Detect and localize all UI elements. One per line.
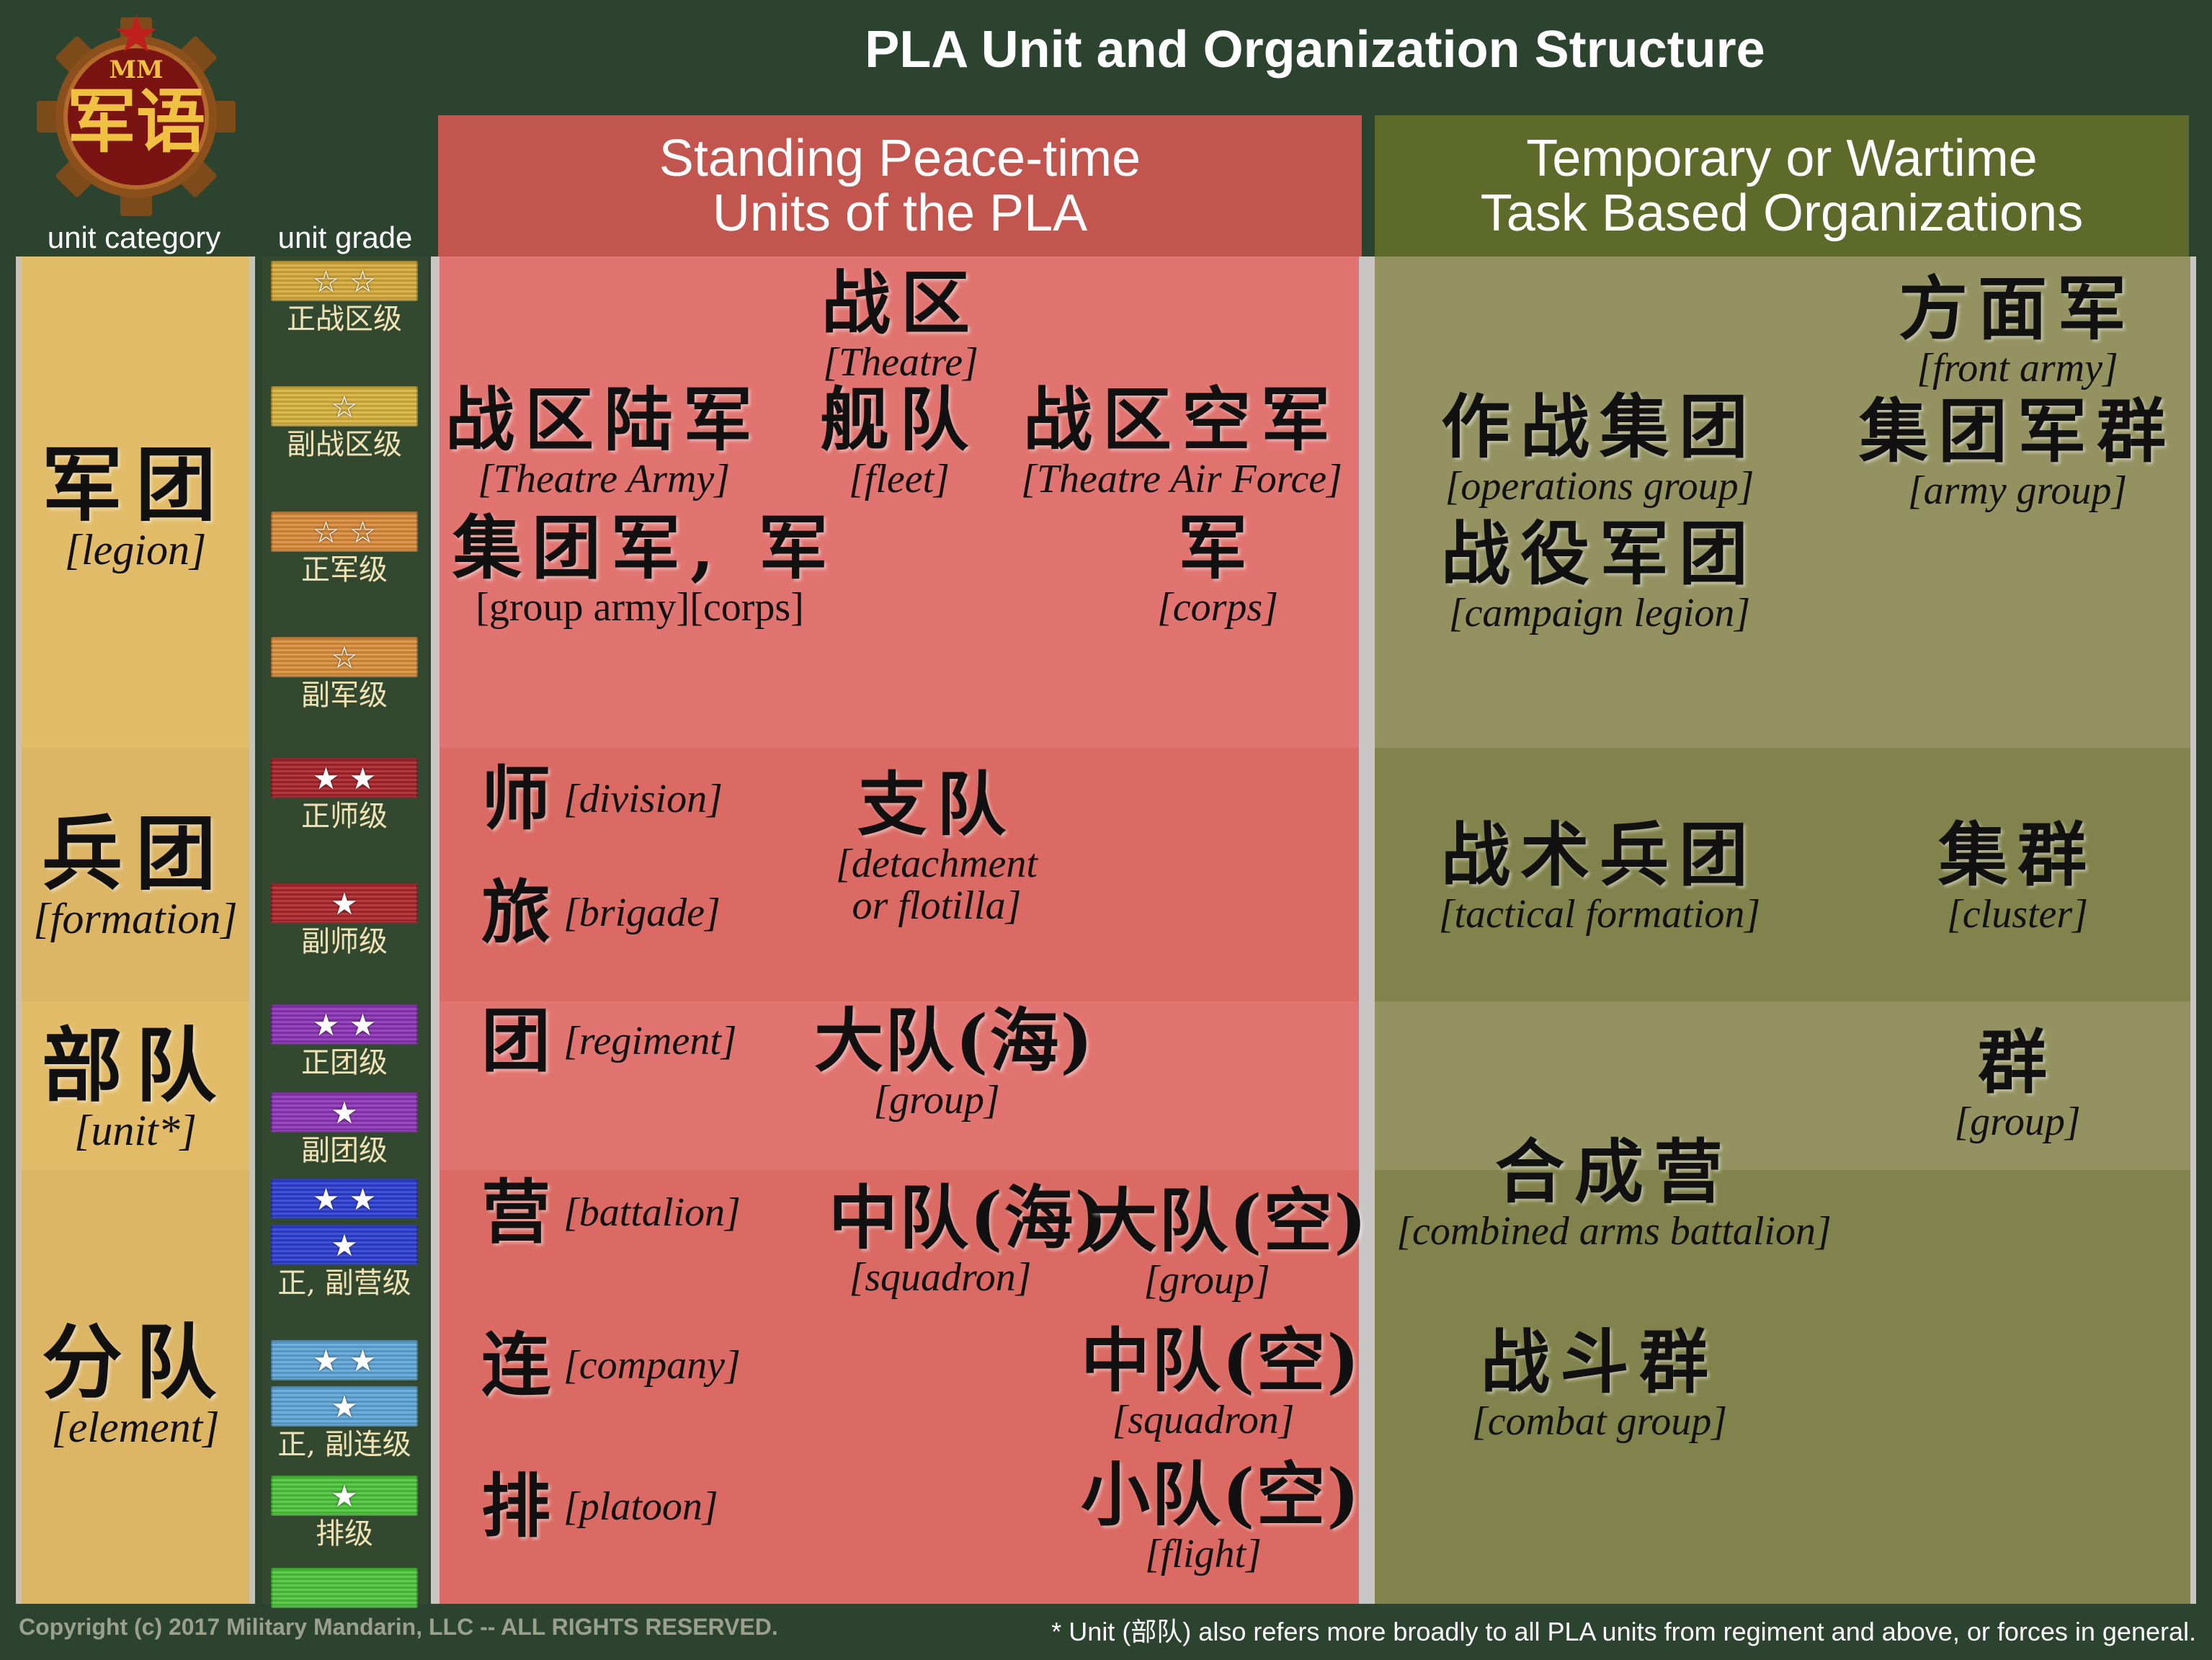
grade-insignia: ☆ ☆ xyxy=(271,261,418,301)
unit-naval-group: 大队(海) [group] xyxy=(814,1000,1094,1123)
logo-junyu-text: 军语 xyxy=(67,81,205,162)
unit-air-squadron: 中队(空) [squadron] xyxy=(1081,1320,1361,1442)
unit-naval-squadron: 中队(海) [squadron] xyxy=(829,1177,1109,1300)
grade-insignia: ☆ xyxy=(271,637,418,677)
grade-label: 正团级 xyxy=(301,1046,388,1079)
page-title: PLA Unit and Organization Structure xyxy=(865,21,1765,79)
logo-mm-text: MM xyxy=(109,55,163,84)
grade-label: 正, 副连级 xyxy=(277,1428,411,1461)
unit-category-column xyxy=(16,256,255,1604)
org-combat-group: 战斗群 [combat group] xyxy=(1471,1321,1728,1444)
temporary-header-line2: Task Based Organizations xyxy=(1480,184,2084,242)
grade-label: 正, 副营级 xyxy=(277,1267,411,1300)
grade-insignia: ☆ xyxy=(271,386,418,427)
org-combined-arms-battalion: 合成营 [combined arms battalion] xyxy=(1396,1131,1832,1254)
grade-insignia: ★ xyxy=(271,1476,418,1516)
org-army-group: 集团军群 [army group] xyxy=(1859,391,2176,513)
category-formation-zh: 兵团 xyxy=(42,807,229,901)
copyright-notice: Copyright (c) 2017 Military Mandarin, LL… xyxy=(19,1614,778,1640)
grade-regiment-deputy: ★ 副团级 xyxy=(271,1092,418,1169)
grade-label: 副军级 xyxy=(301,679,388,712)
category-formation: 兵团 [formation] xyxy=(22,807,249,942)
category-legion-en: [legion] xyxy=(64,526,207,574)
grade-label: 副师级 xyxy=(301,925,388,958)
grade-label: 正战区级 xyxy=(287,303,402,336)
unit-division: 师[division] xyxy=(481,758,723,839)
org-group: 群 [group] xyxy=(1954,1022,2081,1144)
org-front-army: 方面军 [front army] xyxy=(1899,268,2136,391)
grade-division-leader: ★ ★ 正师级 xyxy=(271,758,418,834)
grade-label: 副战区级 xyxy=(287,428,402,461)
category-unit-zh: 部队 xyxy=(42,1019,229,1113)
grade-label: 排级 xyxy=(316,1517,373,1550)
grade-theatre-leader: ☆ ☆ 正战区级 xyxy=(271,261,418,337)
unit-air-group: 大队(空) [group] xyxy=(1088,1180,1368,1303)
category-element-en: [element] xyxy=(51,1404,220,1451)
grade-label: 正军级 xyxy=(301,553,388,586)
grade-theatre-deputy: ☆ 副战区级 xyxy=(271,386,418,463)
unit-grade-caption: unit grade xyxy=(277,220,413,254)
category-element: 分队 [element] xyxy=(22,1316,249,1451)
grade-insignia: ★ ★ xyxy=(271,1004,418,1045)
grade-insignia-blank xyxy=(271,1568,418,1608)
org-cluster: 集群 [cluster] xyxy=(1938,814,2097,937)
grade-label: 副团级 xyxy=(301,1134,388,1167)
grade-insignia: ★ ★ xyxy=(271,1179,418,1219)
grade-company: ★ ★ ★ 正, 副连级 xyxy=(271,1340,418,1463)
temporary-header-line1: Temporary or Wartime xyxy=(1526,130,2038,187)
grade-army-leader: ☆ ☆ 正军级 xyxy=(271,512,418,588)
unit-detachment: 支队 [detachment or flotilla] xyxy=(836,764,1038,928)
grade-insignia: ★ ★ xyxy=(271,758,418,798)
standing-units-column xyxy=(431,256,1368,1604)
category-legion: 军团 [legion] xyxy=(22,438,249,574)
grade-insignia: ★ xyxy=(271,1092,418,1133)
standing-units-header: Standing Peace-time Units of the PLA xyxy=(438,115,1362,256)
unit-company: 连[company] xyxy=(481,1324,741,1406)
grade-division-deputy: ★ 副师级 xyxy=(271,883,418,960)
org-tactical-formation: 战术兵团 [tactical formation] xyxy=(1438,814,1761,937)
unit-theatre: 战区 [Theatre] xyxy=(821,262,980,385)
grade-army-deputy: ☆ 副军级 xyxy=(271,637,418,713)
unit-theatre-air-force: 战区空军 [Theatre Air Force] xyxy=(1021,379,1342,501)
unit-platoon: 排[platoon] xyxy=(481,1465,718,1547)
grade-insignia: ★ xyxy=(271,883,418,924)
category-element-zh: 分队 xyxy=(42,1316,229,1410)
unit-battalion: 营[battalion] xyxy=(481,1172,741,1253)
unit-footnote: * Unit (部队) also refers more broadly to … xyxy=(1051,1617,2196,1646)
grade-battalion: ★ ★ ★ 正, 副营级 xyxy=(271,1179,418,1301)
temporary-units-header: Temporary or Wartime Task Based Organiza… xyxy=(1375,115,2189,256)
standing-header-line1: Standing Peace-time xyxy=(659,130,1141,187)
unit-theatre-army: 战区陆军 [Theatre Army] xyxy=(445,379,762,501)
grade-insignia: ★ xyxy=(271,1225,418,1265)
category-unit: 部队 [unit*] xyxy=(22,1019,249,1154)
org-operations-group: 作战集团 [operations group] xyxy=(1441,386,1758,509)
grade-regiment-leader: ★ ★ 正团级 xyxy=(271,1004,418,1081)
grade-platoon: ★ 排级 xyxy=(271,1476,418,1608)
unit-fleet: 舰队 [fleet] xyxy=(820,379,978,501)
grade-insignia: ★ xyxy=(271,1386,418,1427)
unit-regiment: 团[regiment] xyxy=(481,1000,737,1081)
standing-header-line2: Units of the PLA xyxy=(712,184,1088,242)
grade-insignia: ☆ ☆ xyxy=(271,512,418,552)
unit-category-caption: unit category xyxy=(47,220,221,254)
military-mandarin-logo: MM 军语 xyxy=(32,9,241,218)
grade-label: 正师级 xyxy=(301,800,388,833)
category-unit-en: [unit*] xyxy=(73,1107,197,1154)
category-legion-zh: 军团 xyxy=(42,438,229,532)
temporary-units-column xyxy=(1368,256,2196,1604)
org-campaign-legion: 战役军团 [campaign legion] xyxy=(1441,513,1758,635)
unit-corps: 军 [corps] xyxy=(1156,507,1279,630)
grade-insignia: ★ ★ xyxy=(271,1340,418,1380)
unit-air-flight: 小队(空) [flight] xyxy=(1081,1454,1361,1576)
unit-brigade: 旅[brigade] xyxy=(481,872,721,953)
category-formation-en: [formation] xyxy=(33,895,238,942)
unit-group-army: 集团军, 军 [group army][corps] xyxy=(452,507,838,630)
